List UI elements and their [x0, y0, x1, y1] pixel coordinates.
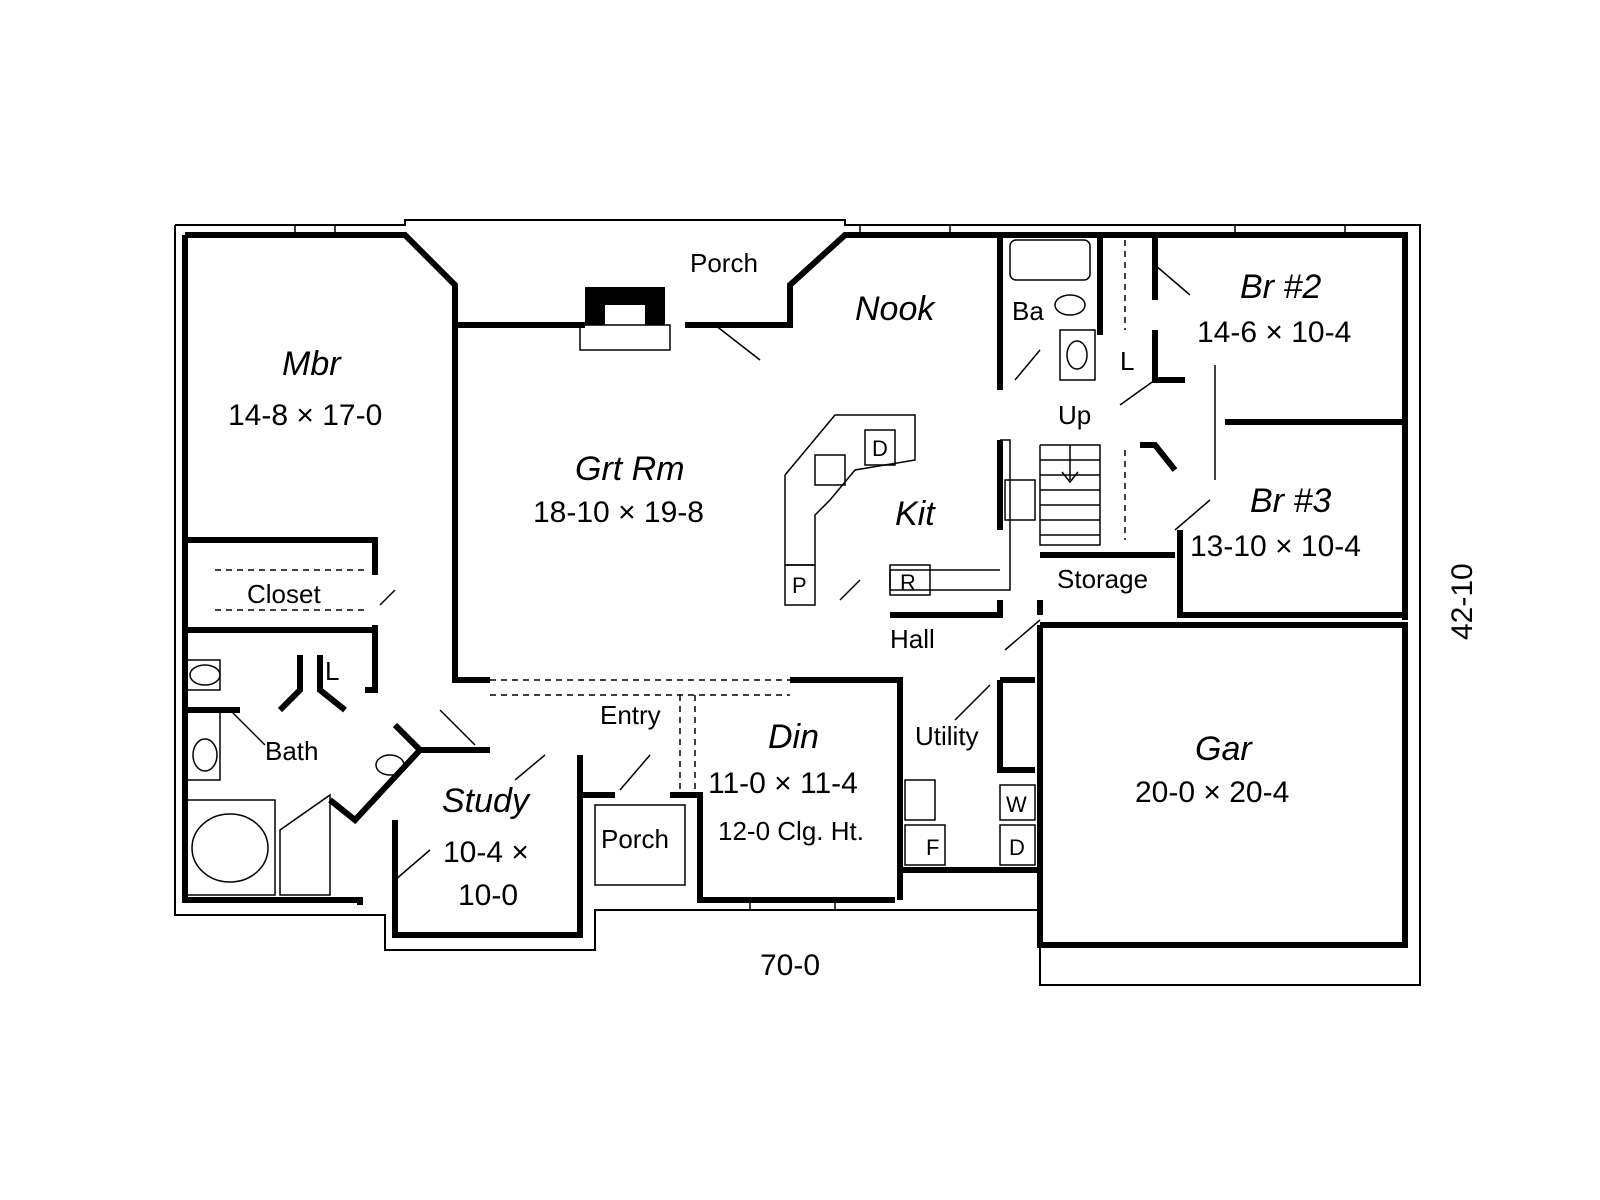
label-dryer: D — [1009, 835, 1025, 860]
label-grt-rm-size: 18-10 × 19-8 — [533, 496, 704, 529]
label-bath: Bath — [265, 736, 319, 766]
label-up: Up — [1058, 400, 1091, 430]
label-din-ceiling: 12-0 Clg. Ht. — [718, 816, 864, 846]
label-br2: Br #2 — [1240, 268, 1321, 306]
label-gar-size: 20-0 × 20-4 — [1135, 776, 1289, 809]
label-study: Study — [442, 782, 531, 820]
label-washer: W — [1006, 792, 1027, 817]
label-grt-rm: Grt Rm — [575, 450, 685, 488]
label-din: Din — [768, 718, 819, 756]
walls — [174, 219, 1421, 986]
label-br3-size: 13-10 × 10-4 — [1190, 530, 1361, 563]
label-closet: Closet — [247, 579, 321, 609]
label-freezer: F — [926, 835, 939, 860]
label-refrigerator: R — [900, 570, 916, 595]
label-porch-front: Porch — [601, 824, 669, 854]
label-nook: Nook — [855, 290, 936, 328]
label-linen-upper: L — [1120, 346, 1134, 376]
label-porch-back: Porch — [690, 248, 758, 278]
labels: Porch Nook Br #2 14-6 × 10-4 Ba L Mbr 14… — [228, 248, 1479, 982]
label-linen-lower: L — [325, 656, 339, 686]
label-study-size-2: 10-0 — [458, 879, 518, 912]
label-br2-size: 14-6 × 10-4 — [1197, 316, 1351, 349]
label-kit: Kit — [895, 495, 936, 533]
label-din-size: 11-0 × 11-4 — [708, 767, 858, 800]
label-entry: Entry — [600, 700, 661, 730]
label-width: 70-0 — [760, 949, 820, 982]
label-utility: Utility — [915, 721, 979, 751]
fixtures — [184, 225, 1346, 910]
label-mbr: Mbr — [282, 345, 342, 383]
label-ba: Ba — [1012, 296, 1044, 326]
label-pantry: P — [792, 573, 807, 598]
label-depth: 42-10 — [1446, 563, 1479, 640]
label-gar: Gar — [1195, 730, 1253, 768]
label-storage: Storage — [1057, 564, 1148, 594]
label-dishwasher: D — [872, 436, 888, 461]
label-mbr-size: 14-8 × 17-0 — [228, 399, 382, 432]
label-br3: Br #3 — [1250, 482, 1331, 520]
label-hall: Hall — [890, 624, 935, 654]
label-study-size-1: 10-4 × — [443, 836, 529, 869]
